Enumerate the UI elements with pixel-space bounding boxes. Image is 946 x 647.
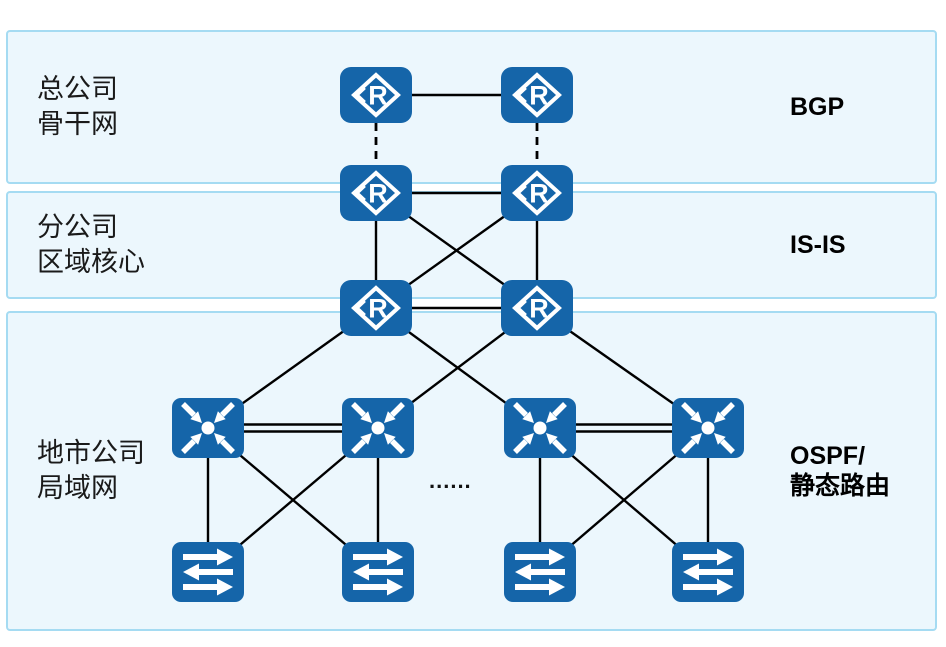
- zone-protocol-label-branch-core: IS-IS: [790, 230, 846, 260]
- zone-label-line: 局域网: [37, 473, 118, 503]
- more-groups-ellipsis: ......: [429, 468, 472, 493]
- router-icon: R: [501, 165, 573, 221]
- zone-label-line: 分公司: [37, 212, 118, 242]
- zone-hq-backbone: 总公司骨干网 BGP: [6, 30, 937, 184]
- zone-label-line: 地市公司: [37, 438, 145, 468]
- svg-text:R: R: [529, 294, 549, 324]
- zone-label-branch-core: 分公司区域核心: [37, 210, 145, 280]
- access-switch-icon: [172, 542, 244, 602]
- svg-text:R: R: [368, 294, 388, 324]
- access-switch-icon: [342, 542, 414, 602]
- zone-label-line: 总公司: [37, 74, 118, 104]
- router-icon: R: [501, 280, 573, 336]
- zone-protocol-label-city-lan: OSPF/静态路由: [790, 441, 890, 501]
- core-switch-icon: [504, 398, 576, 458]
- router-icon: R: [340, 165, 412, 221]
- router-icon: R: [501, 67, 573, 123]
- svg-text:R: R: [368, 81, 388, 111]
- svg-text:R: R: [368, 179, 388, 209]
- router-icon: R: [340, 67, 412, 123]
- zone-city-lan: 地市公司局域网 OSPF/静态路由: [6, 311, 937, 631]
- zone-label-line: 区域核心: [37, 247, 145, 277]
- access-switch-icon: [672, 542, 744, 602]
- core-switch-icon: [172, 398, 244, 458]
- protocol-label-line: BGP: [790, 93, 845, 121]
- zone-label-line: 骨干网: [37, 109, 118, 139]
- svg-text:R: R: [529, 179, 549, 209]
- zone-label-hq-backbone: 总公司骨干网: [37, 72, 118, 142]
- protocol-label-line: 静态路由: [790, 472, 891, 500]
- zone-label-city-lan: 地市公司局域网: [37, 436, 145, 506]
- zone-protocol-label-hq-backbone: BGP: [790, 92, 844, 122]
- core-switch-icon: [342, 398, 414, 458]
- core-switch-icon: [672, 398, 744, 458]
- router-icon: R: [340, 280, 412, 336]
- svg-text:R: R: [529, 81, 549, 111]
- protocol-label-line: OSPF/: [790, 442, 866, 470]
- access-switch-icon: [504, 542, 576, 602]
- protocol-label-line: IS-IS: [790, 231, 846, 259]
